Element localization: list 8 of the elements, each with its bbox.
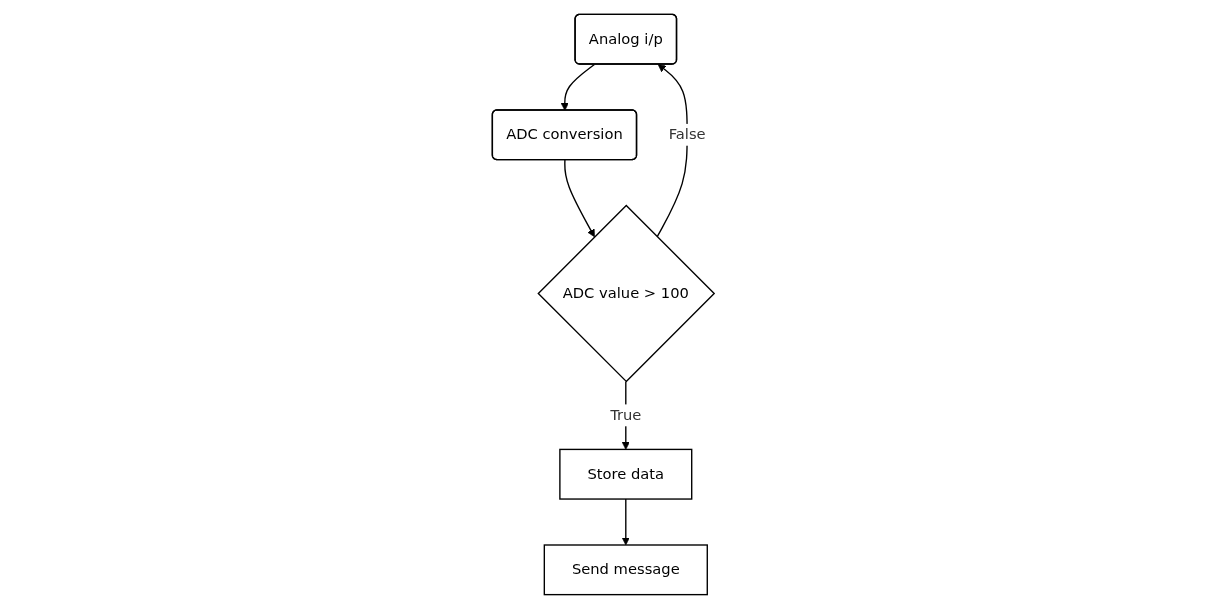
edge-label: True <box>610 405 642 424</box>
node-box: Send message <box>543 543 709 595</box>
arrow <box>621 497 631 545</box>
arrow <box>560 63 596 111</box>
node-diamond: ADC value > 100 <box>537 204 716 382</box>
edge-label: False <box>668 125 706 143</box>
arrow <box>564 158 596 237</box>
node-box: Store data <box>559 448 693 500</box>
